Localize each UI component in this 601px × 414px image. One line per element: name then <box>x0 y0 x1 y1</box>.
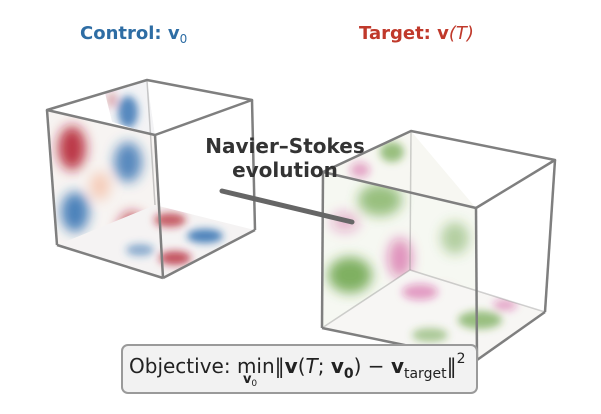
target-symbol: v <box>437 23 449 44</box>
control-cube-edges <box>45 78 257 280</box>
min-subscript: v0 <box>243 372 257 389</box>
objective-prefix: Objective: <box>129 354 237 378</box>
target-field-floor <box>322 270 545 360</box>
arrow-label: Navier–Stokes evolution <box>190 134 380 182</box>
formula-exponent: 2 <box>456 351 466 367</box>
paren-open: ( <box>297 354 306 378</box>
target-label-text: Target: <box>359 23 438 44</box>
formula-minus: − <box>361 354 391 378</box>
formula-T: T <box>305 354 318 378</box>
paren-close: ) <box>353 354 362 378</box>
control-cube <box>45 78 257 280</box>
target-cube-edges <box>320 129 557 362</box>
target-label: Target: v(T) <box>359 23 474 44</box>
control-subscript: 0 <box>179 32 188 46</box>
formula-v: v <box>284 354 298 378</box>
formula-target-subscript: target <box>403 366 447 382</box>
target-field-back-face <box>323 131 476 208</box>
formula-v0: v <box>330 354 344 378</box>
evolution-arrow <box>219 188 355 225</box>
min-sub-symbol: v <box>242 372 252 387</box>
control-symbol: v <box>167 23 180 44</box>
control-label-text: Control: <box>80 23 168 44</box>
formula-vtarget: v <box>390 354 404 378</box>
control-label: Control: v0 <box>80 23 187 46</box>
formula-separator: ; <box>317 354 331 378</box>
target-cube <box>320 129 557 362</box>
min-sub-index: 0 <box>251 379 258 389</box>
control-field-back-face <box>105 80 155 135</box>
formula-v0-index: 0 <box>343 366 354 382</box>
norm-left: ‖ <box>274 354 285 378</box>
arrow-label-line2: evolution <box>232 158 338 182</box>
arrow-label-line1: Navier–Stokes <box>205 134 365 158</box>
norm-right: ‖ <box>446 354 457 378</box>
target-arg: (T) <box>448 23 474 44</box>
min-operator: min <box>236 354 275 378</box>
